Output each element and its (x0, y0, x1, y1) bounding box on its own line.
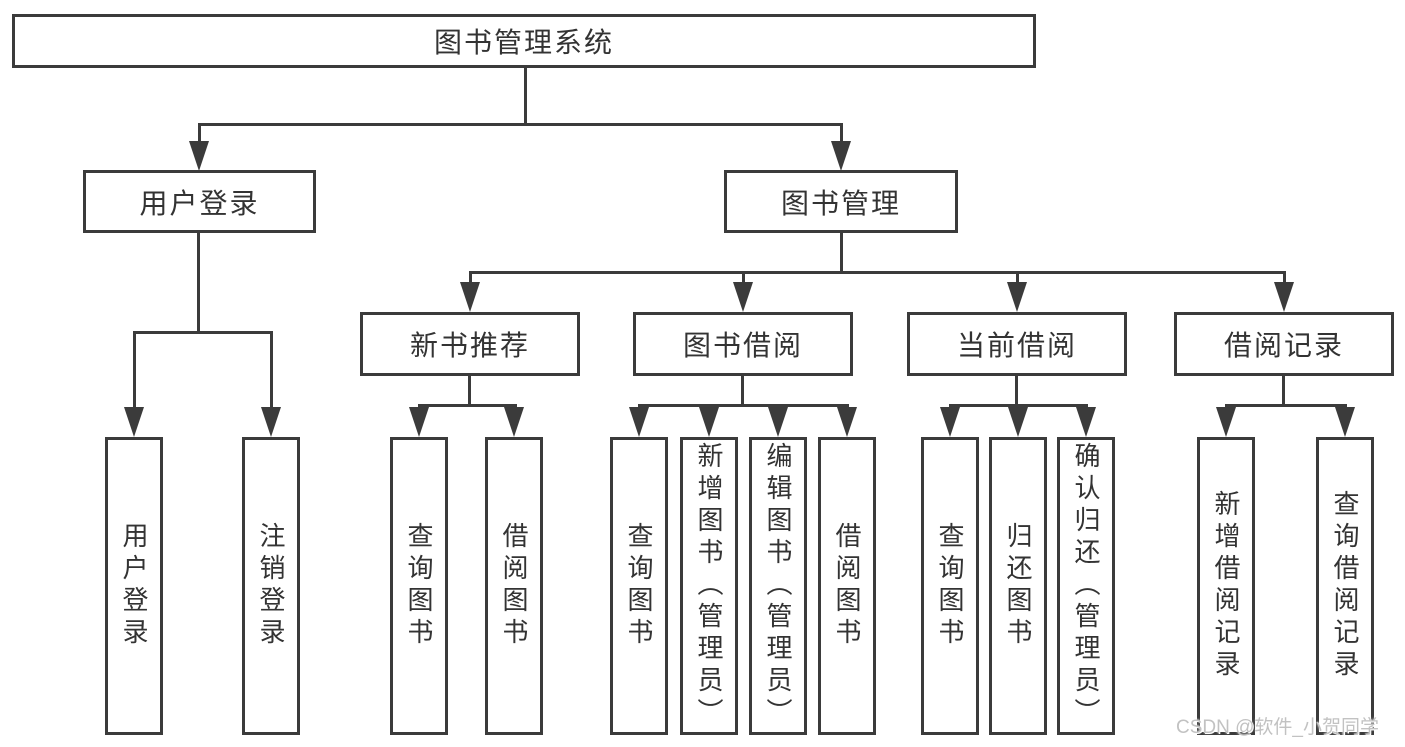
leaf-add-borrow-record-label: 新增借阅记录 (1211, 490, 1241, 682)
arrowhead-down-icon (504, 407, 524, 437)
leaf-query-borrow-record: 查询借阅记录 (1316, 437, 1374, 735)
leaf-query-book-borrow: 查询图书 (610, 437, 668, 735)
arrowhead-down-icon (124, 407, 144, 437)
connector-line (742, 271, 745, 285)
connector-line (1015, 376, 1018, 407)
connector-line (418, 404, 517, 407)
arrowhead-down-icon (1335, 407, 1355, 437)
leaf-query-book-recommend-label: 查询图书 (404, 522, 434, 650)
arrowhead-down-icon (699, 407, 719, 437)
leaf-borrow-book-recommend: 借阅图书 (485, 437, 543, 735)
leaf-add-book-admin-label: 新增图书（管理员） (694, 442, 724, 730)
leaf-user-login: 用户登录 (105, 437, 163, 735)
arrowhead-down-icon (768, 407, 788, 437)
leaf-logout-label: 注销登录 (256, 522, 286, 650)
connector-line (741, 376, 744, 407)
leaf-add-borrow-record: 新增借阅记录 (1197, 437, 1255, 735)
connector-line (133, 331, 136, 409)
node-book-management: 图书管理 (724, 170, 958, 233)
node-current-borrow: 当前借阅 (907, 312, 1127, 376)
node-new-book-recommend: 新书推荐 (360, 312, 580, 376)
arrowhead-down-icon (1007, 282, 1027, 312)
node-user-login: 用户登录 (83, 170, 316, 233)
leaf-query-book-recommend: 查询图书 (390, 437, 448, 735)
connector-line (1016, 271, 1019, 285)
arrowhead-down-icon (831, 141, 851, 171)
connector-line (197, 233, 200, 334)
node-root: 图书管理系统 (12, 14, 1036, 68)
node-book-management-label: 图书管理 (780, 187, 901, 219)
arrowhead-down-icon (261, 407, 281, 437)
arrowhead-down-icon (837, 407, 857, 437)
connector-line (840, 123, 843, 143)
connector-line (469, 271, 1286, 274)
leaf-query-book-borrow-label: 查询图书 (624, 522, 654, 650)
arrowhead-down-icon (409, 407, 429, 437)
leaf-borrow-book: 借阅图书 (818, 437, 876, 735)
connector-line (1282, 376, 1285, 407)
arrowhead-down-icon (940, 407, 960, 437)
connector-line (198, 123, 843, 126)
leaf-return-book: 归还图书 (989, 437, 1047, 735)
connector-line (270, 331, 273, 409)
leaf-logout: 注销登录 (242, 437, 300, 735)
connector-line (468, 376, 471, 407)
leaf-return-book-label: 归还图书 (1003, 522, 1033, 650)
leaf-query-book-current-label: 查询图书 (935, 522, 965, 650)
csdn-watermark: CSDN @软件_小贺同学 (1176, 717, 1379, 738)
arrowhead-down-icon (1216, 407, 1236, 437)
node-borrow-record: 借阅记录 (1174, 312, 1394, 376)
node-current-borrow-label: 当前借阅 (956, 330, 1077, 361)
connector-line (198, 123, 201, 143)
arrowhead-down-icon (189, 141, 209, 171)
node-borrow-record-label: 借阅记录 (1223, 330, 1344, 361)
node-book-borrow: 图书借阅 (633, 312, 853, 376)
connector-line (524, 68, 527, 126)
node-root-label: 图书管理系统 (433, 27, 614, 58)
leaf-confirm-return-admin-label: 确认归还（管理员） (1071, 442, 1101, 730)
arrowhead-down-icon (1008, 407, 1028, 437)
connector-line (469, 271, 472, 285)
leaf-confirm-return-admin: 确认归还（管理员） (1057, 437, 1115, 735)
leaf-edit-book-admin: 编辑图书（管理员） (749, 437, 807, 735)
arrowhead-down-icon (1274, 282, 1294, 312)
leaf-borrow-book-label: 借阅图书 (832, 522, 862, 650)
node-book-borrow-label: 图书借阅 (682, 330, 803, 361)
arrowhead-down-icon (1076, 407, 1096, 437)
leaf-add-book-admin: 新增图书（管理员） (680, 437, 738, 735)
connector-line (840, 233, 843, 274)
node-user-login-label: 用户登录 (139, 187, 260, 219)
connector-line (1225, 404, 1347, 407)
leaf-query-borrow-record-label: 查询借阅记录 (1330, 490, 1360, 682)
arrowhead-down-icon (460, 282, 480, 312)
arrowhead-down-icon (733, 282, 753, 312)
leaf-edit-book-admin-label: 编辑图书（管理员） (763, 442, 793, 730)
arrowhead-down-icon (629, 407, 649, 437)
leaf-query-book-current: 查询图书 (921, 437, 979, 735)
leaf-borrow-book-recommend-label: 借阅图书 (499, 522, 529, 650)
leaf-user-login-label: 用户登录 (119, 522, 149, 650)
connector-line (949, 404, 1088, 407)
connector-line (133, 331, 273, 334)
connector-line (638, 404, 849, 407)
connector-line (1283, 271, 1286, 285)
node-new-book-recommend-label: 新书推荐 (409, 330, 530, 361)
